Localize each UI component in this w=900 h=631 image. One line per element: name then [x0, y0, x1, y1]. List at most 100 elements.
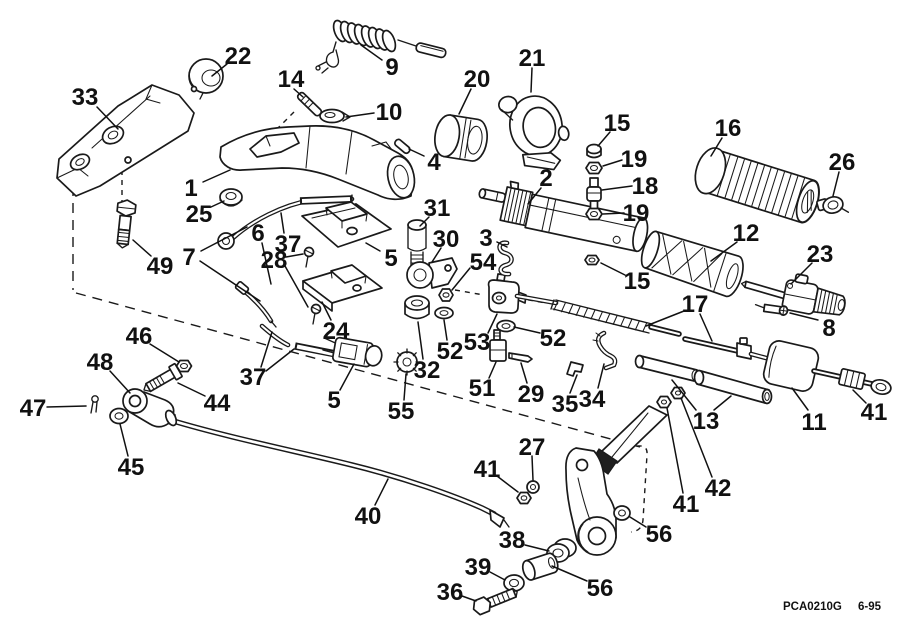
callout-27-49: 27 — [519, 434, 546, 461]
callout-45-60: 45 — [118, 454, 145, 481]
part-hook-34 — [592, 330, 618, 371]
part-mount-bracket-33 — [56, 84, 195, 197]
leader-line-11 — [791, 387, 809, 411]
callout-53-33: 53 — [464, 329, 491, 356]
callout-19-13: 19 — [621, 146, 648, 173]
part-ringnut-55 — [393, 348, 421, 376]
part-pulley-22 — [188, 58, 224, 100]
callout-18-14: 18 — [632, 173, 659, 200]
diagram-parts — [56, 19, 892, 616]
leader-line-13 — [713, 395, 732, 411]
leader-line-5 — [339, 363, 355, 391]
part-clip-10 — [319, 108, 351, 124]
leader-line-41 — [852, 389, 867, 404]
callout-48-57: 48 — [87, 349, 114, 376]
callout-3-22: 3 — [479, 225, 492, 252]
part-nut-19a — [585, 161, 603, 175]
leader-line-28 — [285, 253, 304, 258]
leader-line-24 — [321, 301, 332, 321]
callout-15-12: 15 — [604, 110, 631, 137]
callout-22-1: 22 — [225, 43, 252, 70]
leader-line-30 — [431, 247, 442, 263]
leader-line-32 — [417, 321, 424, 360]
part-washer-39 — [503, 574, 525, 592]
part-plate-5 — [301, 201, 392, 248]
callout-17-41: 17 — [682, 291, 709, 318]
callout-37-24: 37 — [275, 231, 302, 258]
leader-line-22 — [211, 63, 228, 77]
leader-line-45 — [119, 423, 129, 457]
part-friction-23 — [740, 273, 846, 316]
callout-5-28: 5 — [327, 387, 340, 414]
leader-line-49 — [132, 239, 152, 257]
callout-47-58: 47 — [20, 395, 47, 422]
leader-line-33 — [96, 106, 119, 130]
callout-20-5: 20 — [464, 66, 491, 93]
leader-line-13 — [671, 379, 697, 411]
leader-line-42 — [680, 397, 713, 478]
callout-36-54: 36 — [437, 579, 464, 606]
leader-line-21 — [530, 67, 533, 93]
diagram-code: PCA0210G — [783, 601, 842, 613]
leader-line-41 — [666, 407, 684, 494]
leader-line-26 — [832, 171, 840, 197]
leader-line-52 — [513, 326, 541, 334]
part-swivel-53 — [487, 273, 527, 314]
callout-49-29: 49 — [147, 253, 174, 280]
part-washer-45 — [109, 407, 129, 425]
callout-leader-lines — [46, 44, 867, 602]
callout-55-38: 55 — [388, 398, 415, 425]
part-grommet-25 — [219, 188, 243, 207]
callout-37-61: 37 — [240, 364, 267, 391]
leader-line-46 — [149, 343, 180, 363]
callout-23-19: 23 — [807, 241, 834, 268]
callout-2-17: 2 — [539, 165, 552, 192]
leader-line-29 — [520, 362, 528, 384]
callout-10-4: 10 — [376, 99, 403, 126]
leader-line-47 — [46, 405, 87, 408]
callout-15-16: 15 — [624, 268, 651, 295]
leader-line-25 — [210, 200, 225, 208]
callout-9-3: 9 — [385, 54, 398, 81]
leader-line-19 — [602, 159, 623, 167]
leader-line-44 — [177, 382, 206, 397]
part-nut-42 — [670, 386, 686, 400]
part-cable-17 — [514, 293, 769, 361]
part-damper-11 — [762, 340, 892, 396]
part-nut-54 — [438, 288, 454, 302]
leader-line-56 — [551, 565, 588, 582]
part-clip-35 — [566, 361, 584, 377]
part-lanyard-spring-9 — [315, 19, 447, 74]
part-washer-56a — [613, 505, 631, 521]
callout-35-39: 35 — [552, 391, 579, 418]
part-bolt-49 — [116, 199, 137, 249]
part-nut-15b — [584, 254, 600, 266]
part-s-hook-3 — [497, 240, 514, 277]
leader-line-18 — [601, 185, 633, 191]
part-screw-8 — [754, 303, 789, 316]
callout-19-15: 19 — [623, 200, 650, 227]
leader-line-48 — [109, 370, 131, 394]
part-pin-29 — [508, 352, 533, 363]
callout-31-20: 31 — [424, 195, 451, 222]
leader-line-7 — [200, 226, 248, 252]
part-tube-13b — [693, 369, 773, 405]
callout-21-6: 21 — [519, 45, 546, 72]
leader-line-15 — [597, 131, 611, 147]
callout-56-50: 56 — [646, 521, 673, 548]
callout-7-26: 7 — [182, 244, 195, 271]
leader-line-19 — [602, 212, 625, 215]
leader-line-14 — [293, 88, 304, 98]
leader-line-16 — [710, 137, 723, 157]
callout-25-11: 25 — [186, 201, 213, 228]
part-bracket-30 — [406, 257, 458, 289]
leader-line-10 — [345, 112, 375, 118]
part-link-rod-40 — [148, 406, 510, 528]
part-trunnion-48 — [122, 388, 178, 428]
part-nut-19b — [585, 207, 603, 221]
callout-29-37: 29 — [518, 381, 545, 408]
part-grip-16 — [694, 147, 820, 224]
